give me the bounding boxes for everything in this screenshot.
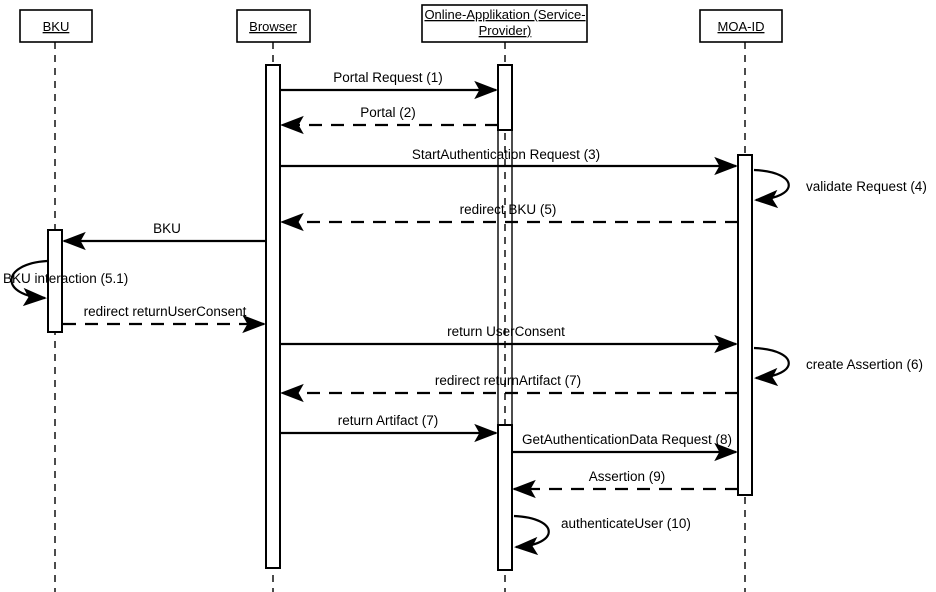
self-message-label-authenticate-user: authenticateUser (10)	[561, 516, 691, 531]
message-return-user-consent: return UserConsent	[280, 324, 738, 354]
activation-bar-bku	[47, 229, 63, 333]
message-label-redirect-return-artifact: redirect returnArtifact (7)	[435, 373, 581, 388]
self-message-validate-request: validate Request (4)	[753, 168, 927, 209]
participant-online-applikation[interactable]: Online-Applikation (Service- Provider)	[421, 4, 588, 43]
participant-box-bku[interactable]	[19, 9, 93, 43]
self-message-label-create-assertion: create Assertion (6)	[806, 357, 923, 372]
self-message-arrow-validate-request	[753, 168, 790, 209]
message-label-redirect-return-user-consent: redirect returnUserConsent	[84, 304, 247, 319]
message-label-get-authentication-data-request: GetAuthenticationData Request (8)	[522, 432, 732, 447]
message-start-authentication-request: StartAuthentication Request (3)	[280, 147, 738, 176]
activation-bar-moaid	[737, 154, 753, 496]
participant-boxes: BKU Browser Online-Applikation (Service-…	[19, 4, 783, 43]
self-message-label-validate-request: validate Request (4)	[806, 179, 927, 194]
message-bku: BKU	[62, 221, 266, 251]
participant-box-browser[interactable]	[236, 9, 311, 43]
activation-bar-oa-top	[497, 64, 513, 131]
participant-label-browser: Browser	[249, 19, 297, 34]
message-label-assertion: Assertion (9)	[589, 469, 666, 484]
self-message-arrow-create-assertion	[753, 346, 790, 387]
self-message-authenticate-user: authenticateUser (10)	[513, 514, 691, 556]
self-message-label-bku-interaction: BKU interaction (5.1)	[3, 271, 128, 286]
participant-label-bku: BKU	[43, 19, 70, 34]
activation-bars	[47, 64, 753, 571]
participant-moa-id[interactable]: MOA-ID	[699, 9, 783, 43]
participant-box-moa-id[interactable]	[699, 9, 783, 43]
participant-label-moa-id: MOA-ID	[718, 19, 765, 34]
self-message-create-assertion: create Assertion (6)	[753, 346, 923, 387]
message-label-portal: Portal (2)	[360, 105, 416, 120]
message-assertion: Assertion (9)	[512, 469, 738, 499]
message-redirect-return-artifact: redirect returnArtifact (7)	[280, 373, 738, 403]
participant-box-online-applikation[interactable]	[421, 4, 588, 43]
participant-bku[interactable]: BKU	[19, 9, 93, 43]
self-message-arrow-authenticate-user	[513, 514, 550, 556]
message-label-start-authentication-request: StartAuthentication Request (3)	[412, 147, 600, 162]
message-label-return-artifact: return Artifact (7)	[338, 413, 439, 428]
message-return-artifact: return Artifact (7)	[280, 413, 498, 443]
activation-bar-browser	[265, 64, 281, 569]
activation-bar-oa-bottom	[497, 424, 513, 571]
self-message-arrow-bku-interaction	[10, 259, 48, 307]
message-portal: Portal (2)	[280, 105, 498, 135]
self-message-bku-interaction: BKU interaction (5.1)	[3, 259, 128, 307]
message-label-return-user-consent: return UserConsent	[447, 324, 565, 339]
participant-label-online-applikation-line1: Online-Applikation (Service-	[424, 7, 585, 22]
participant-label-online-applikation-line2: Provider)	[479, 23, 532, 38]
message-get-authentication-data-request: GetAuthenticationData Request (8)	[512, 432, 738, 462]
message-label-redirect-bku: redirect BKU (5)	[460, 202, 557, 217]
message-redirect-return-user-consent: redirect returnUserConsent	[63, 304, 266, 334]
message-redirect-bku: redirect BKU (5)	[280, 202, 738, 232]
participant-browser[interactable]: Browser	[236, 9, 311, 43]
message-label-portal-request: Portal Request (1)	[333, 70, 443, 85]
message-label-bku: BKU	[153, 221, 181, 236]
message-portal-request: Portal Request (1)	[280, 70, 498, 100]
